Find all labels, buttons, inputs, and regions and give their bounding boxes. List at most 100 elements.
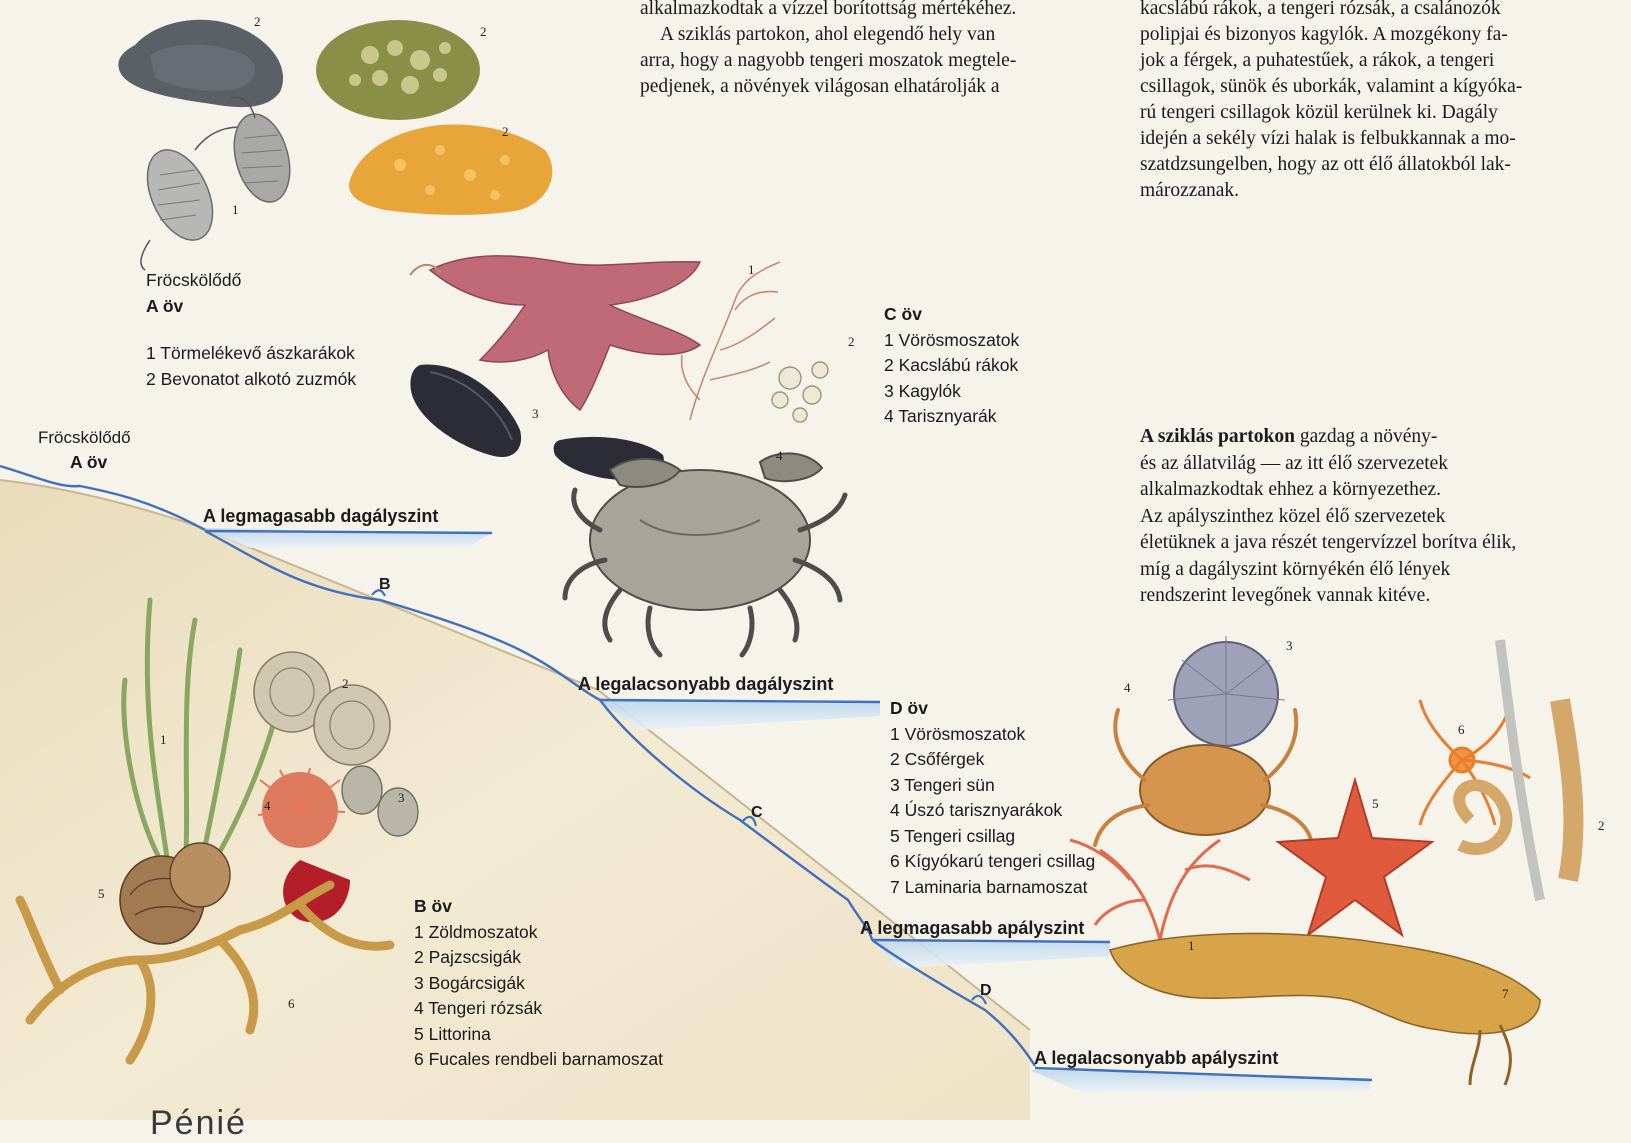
legend-item: 2 Bevonatot alkotó zuzmók [146,367,356,393]
splash-label-2: A öv [38,450,131,474]
organism-number: 1 [232,202,239,218]
crab-claw-right [760,453,822,481]
organism-number: 6 [1458,722,1465,738]
green-lichen [316,20,480,120]
organism-number: 2 [254,14,261,30]
right-line: jok a férgek, a puhatestűek, a rákok, a … [1140,48,1610,74]
legend-item: 1 Vörösmoszatok [884,328,1019,354]
d-zone-legend: D öv 1 Vörösmoszatok 2 Csőférgek 3 Tenge… [890,696,1095,900]
fine-red-alga [682,262,780,420]
legend-item: 3 Kagylók [884,379,1019,405]
water-band-mid [598,700,880,730]
organism-number: 7 [1502,986,1509,1002]
sea-star [1278,780,1432,935]
organism-number: 4 [1124,680,1131,696]
organism-number: 3 [1286,638,1293,654]
legend-item: 1 Vörösmoszatok [890,722,1095,748]
legend-item: 2 Pajzscsigák [414,945,663,971]
legend-item: 1 Törmelékevő ászkarákok [146,341,356,367]
c-zone-legend: C öv 1 Vörösmoszatok 2 Kacslábú rákok 3 … [884,302,1019,430]
label-highest-low-tide: A legmagasabb apályszint [860,918,1084,939]
zone-letter-b: B [379,576,391,594]
a-zone-title-1: Fröcskölődő [146,268,356,294]
a-zone-organisms [118,20,552,270]
organism-number: 2 [480,24,487,40]
label-lowest-low-tide: A legalacsonyabb apályszint [1034,1048,1278,1069]
d-zone-organisms [1070,636,1573,1085]
organism-number: 1 [1188,938,1195,954]
isopod-2 [225,97,299,208]
label-highest-high-tide: A legmagasabb dagályszint [203,506,438,527]
orange-lichen [349,124,552,214]
right-line: szatdzsungelben, hogy az ott élő állatok… [1140,152,1610,178]
organism-number: 1 [748,262,755,278]
legend-item: 2 Kacslábú rákok [884,353,1019,379]
spacer [146,319,356,341]
caption-line: életüknek a java részét tengervízzel bor… [1140,530,1620,557]
organism-number: 6 [288,996,295,1012]
mussel-1 [410,365,521,457]
splash-label-1: Fröcskölődő [38,426,131,450]
legend-item: 5 Littorina [414,1022,663,1048]
legend-item: 2 Csőférgek [890,747,1095,773]
a-zone-title-2: A öv [146,294,356,320]
organism-number: 2 [1598,818,1605,834]
caption-line: A sziklás partokon gazdag a növény- [1140,424,1620,451]
partial-bottom-text: Pénié [150,1104,247,1143]
organism-number: 1 [160,732,167,748]
b-zone-legend: B öv 1 Zöldmoszatok 2 Pajzscsigák 3 Bogá… [414,894,663,1073]
organism-number: 4 [776,448,783,464]
right-line: csillagok, sünök és uborkák, valamint a … [1140,74,1610,100]
legend-item: 4 Úszó tarisznyarákok [890,798,1095,824]
zone-letter-d: D [980,982,992,1000]
legend-item: 5 Tengeri csillag [890,824,1095,850]
a-zone-legend: Fröcskölődő A öv 1 Törmelékevő ászkaráko… [146,268,356,392]
right-line: idején a sekély vízi halak is felbukkann… [1140,126,1610,152]
legend-item: 6 Kígyókarú tengeri csillag [890,849,1095,875]
b-zone-title: B öv [414,894,663,920]
organism-number: 2 [502,124,509,140]
legend-item: 6 Fucales rendbeli barnamoszat [414,1047,663,1073]
organism-number: 4 [264,798,271,814]
crab [565,453,845,655]
organism-number: 3 [532,406,539,422]
barnacles [772,362,828,422]
right-column-text: kacslábú rákok, a tengeri rózsák, a csal… [1140,0,1610,204]
right-line: polipjai és bizonyos kagylók. A mozgékon… [1140,22,1610,48]
splash-zone-label: Fröcskölődő A öv [38,426,131,474]
organism-number: 5 [1372,796,1379,812]
d-zone-title: D öv [890,696,1095,722]
middle-line: arra, hogy a nagyobb tengeri moszatok me… [640,48,1100,74]
isopod-1 [134,127,250,270]
legend-item: 3 Tengeri sün [890,773,1095,799]
legend-item: 7 Laminaria barnamoszat [890,875,1095,901]
middle-line: pedjenek, a növények világosan elhatárol… [640,74,1100,100]
red-coralline-alga [1070,840,1250,940]
caption-first-rest: gazdag a növény- [1295,426,1437,447]
organism-number: 3 [398,790,405,806]
caption-line: míg a dagályszint környékén élő lények [1140,557,1620,584]
organism-number: 5 [98,886,105,902]
legend-item: 4 Tengeri rózsák [414,996,663,1022]
tube-worms [1459,640,1573,900]
legend-item: 4 Tarisznyarák [884,404,1019,430]
right-line: mározzanak. [1140,178,1610,204]
caption-line: Az apályszinthez közel élő szervezetek [1140,504,1620,531]
middle-line: alkalmazkodtak a vízzel borítottság mért… [640,0,1100,22]
right-line: rú tengeri csillagok közül kerülnek ki. … [1140,100,1610,126]
c-zone-title: C öv [884,302,1019,328]
right-line: kacslábú rákok, a tengeri rózsák, a csal… [1140,0,1610,22]
organism-number: 2 [848,334,855,350]
legend-item: 3 Bogárcsigák [414,971,663,997]
legend-item: 1 Zöldmoszatok [414,920,663,946]
laminaria [1110,933,1540,1033]
middle-line: A sziklás partokon, ahol elegendő hely v… [640,22,1100,48]
middle-column-text: alkalmazkodtak a vízzel borítottság mért… [640,0,1100,100]
caption-line: alkalmazkodtak ehhez a környezethez. [1140,477,1620,504]
label-lowest-high-tide: A legalacsonyabb dagályszint [578,674,833,695]
zone-letter-c: C [751,804,763,822]
figure: alkalmazkodtak a vízzel borítottság mért… [0,0,1631,1120]
caption-line: és az állatvilág — az itt élő szervezete… [1140,451,1620,478]
caption-line: rendszerint levegőnek vannak kitéve. [1140,583,1620,610]
caption-lead: A sziklás partokon [1140,426,1295,447]
